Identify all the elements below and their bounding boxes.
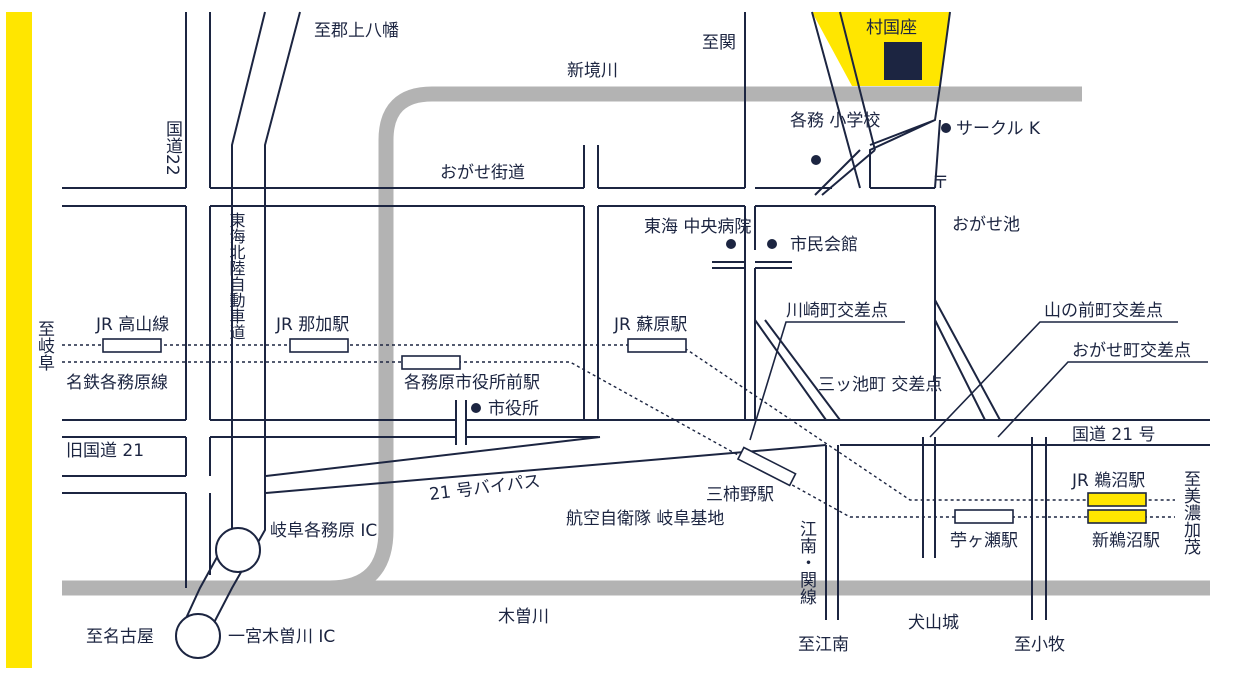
label-to-minokamo: 至美濃加茂 bbox=[1180, 470, 1201, 556]
leader-kawasakicho bbox=[749, 321, 905, 441]
accent-bar bbox=[6, 12, 32, 668]
road-diagonal bbox=[754, 299, 1001, 421]
label-jr-unuma: JR 鵜沼駅 bbox=[1071, 471, 1145, 491]
label-to-gujo: 至郡上八幡 bbox=[314, 21, 399, 41]
road-ogase-kaido bbox=[62, 187, 935, 207]
label-to-komaki: 至小牧 bbox=[1014, 635, 1065, 655]
dot-hospital bbox=[726, 239, 736, 249]
label-jr-naka: JR 那加駅 bbox=[275, 315, 349, 335]
murakuniza-marker bbox=[884, 42, 922, 80]
label-to-seki: 至関 bbox=[702, 33, 736, 53]
station-box-shiyakusho-mae bbox=[401, 355, 461, 370]
label-elementary: 各務 小学校 bbox=[790, 111, 880, 131]
label-shrine: 〒 bbox=[932, 173, 949, 193]
dot-elementary bbox=[811, 155, 821, 165]
label-yamanomaecho: 山の前町交差点 bbox=[1044, 301, 1163, 321]
label-inuyama-castle: 犬山城 bbox=[908, 613, 959, 633]
label-expressway: 東海北陸自動車道 bbox=[227, 212, 246, 340]
rail-meitetsu bbox=[62, 361, 1175, 518]
station-box-jr-unuma bbox=[1087, 492, 1147, 507]
label-civic-hall: 市民会館 bbox=[790, 235, 858, 255]
label-ogasecho: おがせ町交差点 bbox=[1072, 341, 1191, 361]
dot-circle-k bbox=[941, 123, 951, 133]
rail-jr-takayama bbox=[62, 344, 1175, 501]
label-route21-bypass: 21 号バイパス bbox=[428, 471, 541, 504]
label-hospital: 東海 中央病院 bbox=[644, 217, 751, 237]
label-shinsakai-river: 新境川 bbox=[567, 61, 618, 81]
station-box-mugase bbox=[954, 509, 1014, 524]
road-to-murakuniza bbox=[811, 11, 951, 196]
road-city-hall bbox=[455, 400, 467, 445]
label-to-nagoya: 至名古屋 bbox=[86, 627, 154, 647]
ic-gifu-kakamigahara bbox=[215, 527, 261, 573]
station-box-jr-naka bbox=[289, 338, 349, 353]
label-jr-sohara: JR 蘇原駅 bbox=[613, 315, 687, 335]
label-shin-unuma: 新鵜沼駅 bbox=[1092, 531, 1160, 551]
road-route21 bbox=[62, 419, 1210, 446]
label-route21: 国道 21 号 bbox=[1072, 425, 1155, 445]
label-konan-seki-line: 江南・関線 bbox=[796, 520, 817, 605]
label-mitsuikecho: 三ッ池町 交差点 bbox=[818, 375, 942, 395]
road-route21-bypass bbox=[62, 436, 827, 494]
label-murakuniza: 村国座 bbox=[866, 18, 917, 38]
label-mugase: 苧ヶ瀬駅 bbox=[950, 531, 1018, 551]
label-kawasakicho: 川崎町交差点 bbox=[786, 301, 888, 321]
label-route22: 国道22 bbox=[162, 120, 183, 176]
ic-ichinomiya-kisogawa bbox=[175, 613, 221, 659]
label-city-hall: 市役所 bbox=[488, 399, 539, 419]
station-box-shin-unuma bbox=[1087, 509, 1147, 524]
label-mikakino: 三柿野駅 bbox=[706, 485, 774, 505]
label-to-gifu: 至岐阜 bbox=[34, 320, 55, 371]
station-box-mikakino bbox=[736, 446, 797, 487]
label-jasdf-base: 航空自衛隊 岐阜基地 bbox=[566, 509, 724, 529]
dot-city-hall bbox=[471, 403, 481, 413]
label-ogase-pond: おがせ池 bbox=[952, 215, 1020, 235]
road-hospital-street bbox=[712, 261, 792, 269]
road-north-south bbox=[583, 12, 1047, 620]
label-ogase-kaido: おがせ街道 bbox=[440, 163, 525, 183]
leader-ogasecho bbox=[997, 361, 1208, 438]
label-shiyakusho-mae: 各務原市役所前駅 bbox=[404, 373, 540, 393]
station-box-jr-sohara bbox=[627, 338, 687, 353]
label-to-konan: 至江南 bbox=[798, 635, 849, 655]
road-route22 bbox=[185, 12, 211, 588]
station-box-jr-takayama bbox=[102, 338, 162, 353]
label-meitetsu: 名鉄各務原線 bbox=[66, 373, 168, 393]
label-ichinomiya-ic: 一宮木曽川 IC bbox=[228, 627, 335, 647]
label-kiso-river: 木曽川 bbox=[498, 607, 549, 627]
leader-yamanomaecho bbox=[929, 321, 1178, 438]
label-jr-takayama: JR 高山線 bbox=[95, 315, 169, 335]
dot-civic-hall bbox=[767, 239, 777, 249]
label-circle-k: サークル K bbox=[956, 119, 1041, 139]
label-gifu-ic: 岐阜各務原 IC bbox=[270, 521, 377, 541]
label-old-route21: 旧国道 21 bbox=[66, 441, 144, 461]
